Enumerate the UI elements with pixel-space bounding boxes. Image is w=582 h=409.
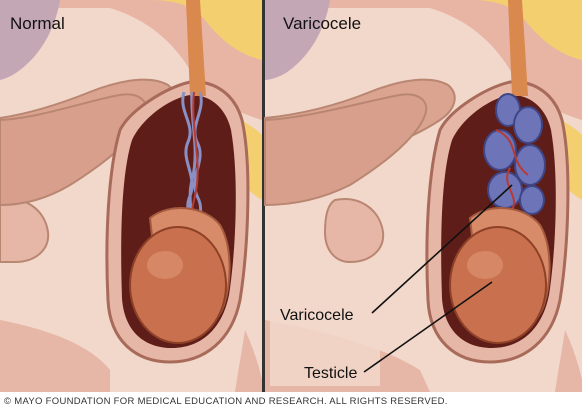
testis-right xyxy=(450,227,546,343)
panel-normal xyxy=(0,0,262,392)
testis xyxy=(130,227,226,343)
copyright-credit: © MAYO FOUNDATION FOR MEDICAL EDUCATION … xyxy=(4,396,448,407)
label-varicocele: Varicocele xyxy=(280,307,354,324)
testis-highlight-right xyxy=(467,251,503,279)
panel-title-varicocele: Varicocele xyxy=(283,14,361,33)
label-testicle: Testicle xyxy=(304,365,357,382)
panel-title-normal: Normal xyxy=(10,14,65,33)
panel-varicocele xyxy=(265,0,582,392)
testis-highlight xyxy=(147,251,183,279)
